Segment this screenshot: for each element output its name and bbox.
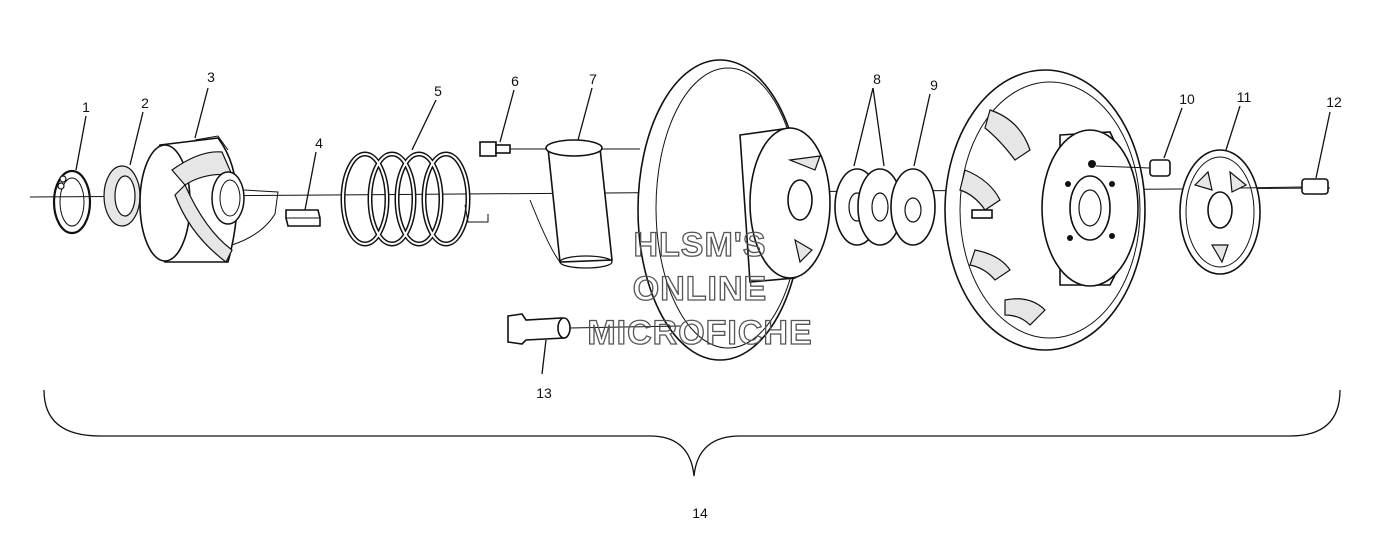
callout-11: 11 bbox=[1237, 89, 1252, 105]
callout-2: 2 bbox=[141, 95, 149, 111]
part-10-button bbox=[1095, 159, 1171, 177]
part-11-plate bbox=[1179, 149, 1261, 275]
part-4-key bbox=[285, 209, 321, 227]
part-9-washer bbox=[890, 168, 936, 246]
part-12-screw bbox=[1239, 178, 1329, 195]
leader-lines bbox=[75, 87, 1331, 375]
part-6-bolt bbox=[479, 141, 640, 157]
part-3-cover bbox=[139, 135, 279, 263]
part-8-washers bbox=[834, 168, 903, 246]
callout-3: 3 bbox=[207, 69, 215, 85]
part-13-bushing bbox=[507, 313, 681, 345]
part-1-snap-ring bbox=[52, 169, 92, 235]
part-sheave-movable bbox=[944, 69, 1146, 351]
part-7-ring bbox=[529, 139, 613, 269]
callout-8: 8 bbox=[873, 71, 881, 87]
callout-13: 13 bbox=[536, 385, 552, 401]
watermark-line-1: HLSM'S bbox=[633, 226, 766, 264]
callout-7: 7 bbox=[589, 71, 597, 87]
callout-6: 6 bbox=[511, 73, 519, 89]
part-2-washer bbox=[103, 165, 141, 227]
spring-tail bbox=[464, 204, 489, 223]
part-sheave-fixed bbox=[637, 59, 831, 361]
callout-10: 10 bbox=[1179, 91, 1195, 107]
watermark-line-2: ONLINE bbox=[633, 270, 767, 308]
watermark-line-3: MICROFICHE bbox=[587, 314, 812, 352]
callout-5: 5 bbox=[434, 83, 442, 99]
part-5-spring-inner bbox=[342, 153, 469, 245]
part-5-spring bbox=[340, 151, 471, 247]
callout-4: 4 bbox=[315, 135, 323, 151]
assembly-brace bbox=[43, 389, 1341, 477]
callout-14: 14 bbox=[692, 505, 708, 521]
callout-1: 1 bbox=[82, 99, 90, 115]
callout-12: 12 bbox=[1326, 94, 1342, 110]
callout-9: 9 bbox=[930, 77, 938, 93]
